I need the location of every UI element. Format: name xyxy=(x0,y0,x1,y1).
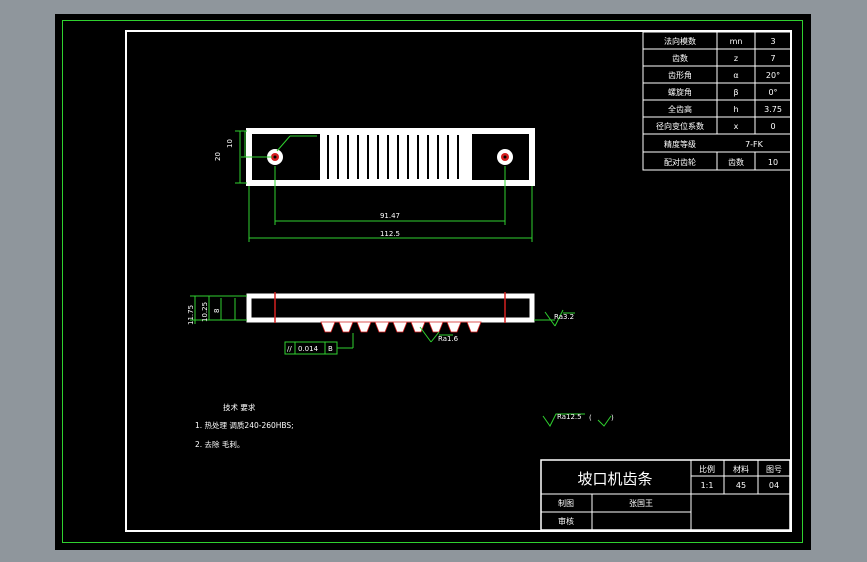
front-view-dimensions xyxy=(190,295,575,355)
rack-front-view: 11.75 10.25 8 Ra3.2 Ra1.6 // 0.014 B xyxy=(187,292,575,355)
param-value: 20° xyxy=(766,71,780,80)
dim-height-b: 10.25 xyxy=(201,302,209,322)
rack-teeth-lines xyxy=(327,135,459,179)
drawn-name: 张国王 xyxy=(629,499,653,508)
param-symbol: h xyxy=(733,105,738,114)
param-label: 径向变位系数 xyxy=(656,121,704,131)
dim-total-height: 20 xyxy=(214,152,222,161)
drawn-label: 制图 xyxy=(558,498,574,508)
param-symbol: α xyxy=(733,71,738,80)
dim-hole-spacing: 91.47 xyxy=(380,212,400,220)
title-block-text: 坡口机齿条 比例 材料 图号 1:1 45 04 制图 张国王 审核 xyxy=(558,464,782,526)
material-value: 45 xyxy=(736,481,746,490)
drawing-limits-border xyxy=(62,20,803,543)
param-value: 7 xyxy=(770,54,775,63)
scale-value: 1:1 xyxy=(701,481,714,490)
roughness-paren-open: ( xyxy=(589,414,592,422)
general-roughness: Ra12.5 ( ) xyxy=(542,413,614,427)
param-symbol: mn xyxy=(730,37,743,46)
cad-viewport[interactable]: 法向模数 mn 3 齿数 z 7 齿形角 α 20° 螺旋角 β 0° 全齿高 … xyxy=(55,14,811,550)
technical-requirements: 技术 要求 1. 热处理 调质240-260HBS; 2. 去除 毛刺。 xyxy=(195,402,294,449)
hole-callout: Φ8×2 xyxy=(289,128,309,136)
roughness-general-value: Ra12.5 xyxy=(557,413,582,421)
roughness-paren-close: ) xyxy=(611,414,614,422)
col-material: 材料 xyxy=(733,464,749,474)
param-value: 7-FK xyxy=(745,140,764,149)
param-label: 法向模数 xyxy=(664,36,696,46)
param-symbol: x xyxy=(734,122,739,131)
roughness-right: Ra3.2 xyxy=(554,313,574,321)
param-label: 精度等级 xyxy=(664,139,696,149)
dim-height-a: 11.75 xyxy=(187,305,195,325)
param-value: 0° xyxy=(768,88,777,97)
param-label: 齿形角 xyxy=(668,70,692,80)
part-name: 坡口机齿条 xyxy=(577,470,652,488)
check-label: 审核 xyxy=(558,516,574,526)
param-label: 螺旋角 xyxy=(668,87,692,97)
title-block xyxy=(540,459,791,531)
tolerance-value: 0.014 xyxy=(298,345,319,353)
col-scale: 比例 xyxy=(699,464,715,474)
col-sheet: 图号 xyxy=(766,465,782,474)
dim-height-c: 8 xyxy=(213,309,221,313)
tolerance-datum: B xyxy=(328,345,333,353)
param-value: 0 xyxy=(770,122,775,131)
rack-top-view: Φ8×2 20 10 91.47 112.5 xyxy=(214,128,535,242)
param-label: 齿数 xyxy=(672,53,688,63)
param-value: 3.75 xyxy=(764,105,782,114)
param-label: 全齿高 xyxy=(668,104,692,114)
param-symbol: β xyxy=(733,88,738,97)
tech-item-1: 1. 热处理 调质240-260HBS; xyxy=(195,420,294,430)
param-label: 配对齿轮 xyxy=(664,157,696,167)
dim-length: 112.5 xyxy=(380,230,400,238)
param-symbol: 齿数 xyxy=(728,157,744,167)
dim-half-height: 10 xyxy=(226,139,234,148)
tolerance-symbol: // xyxy=(287,345,292,353)
parameter-table xyxy=(642,31,792,171)
rack-tooth-profile xyxy=(320,321,482,333)
parameter-table-text: 法向模数 mn 3 齿数 z 7 齿形角 α 20° 螺旋角 β 0° 全齿高 … xyxy=(656,36,782,167)
drawing-frame xyxy=(125,30,792,532)
cad-drawing: 法向模数 mn 3 齿数 z 7 齿形角 α 20° 螺旋角 β 0° 全齿高 … xyxy=(187,31,792,531)
sheet-value: 04 xyxy=(769,481,779,490)
param-symbol: z xyxy=(734,54,738,63)
roughness-teeth: Ra1.6 xyxy=(438,335,459,343)
param-value: 3 xyxy=(770,37,775,46)
top-view-dimensions xyxy=(235,130,533,242)
mounting-hole-right xyxy=(497,149,513,165)
param-value: 10 xyxy=(768,158,778,167)
mounting-hole-left xyxy=(267,149,283,165)
tech-heading: 技术 要求 xyxy=(223,402,256,412)
tech-item-2: 2. 去除 毛刺。 xyxy=(195,439,244,449)
